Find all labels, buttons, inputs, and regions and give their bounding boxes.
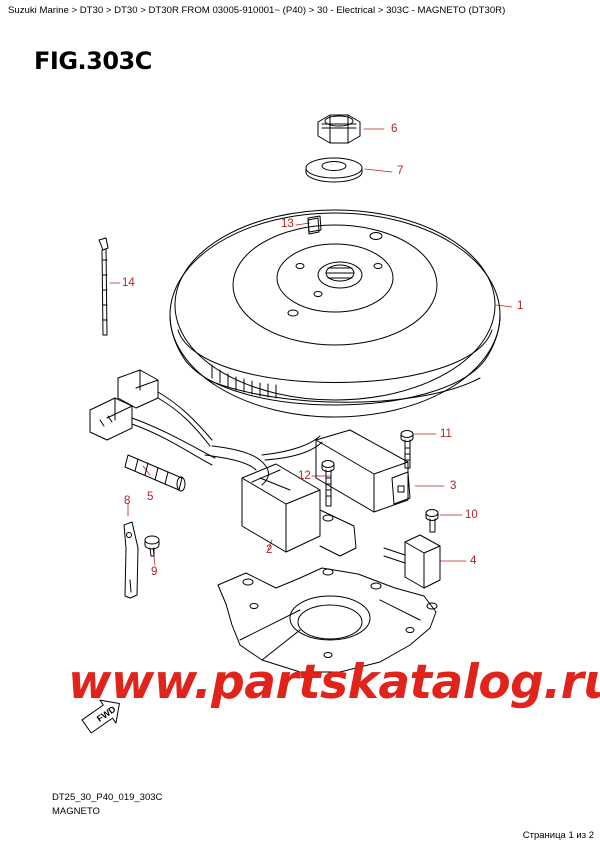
screw-11-part (400, 430, 414, 469)
callout-12: 12 (298, 470, 311, 482)
callout-3: 3 (450, 480, 457, 492)
breadcrumb: Suzuki Marine > DT30 > DT30 > DT30R FROM… (8, 5, 506, 16)
callout-7: 7 (397, 165, 404, 177)
cable-tie-part (98, 237, 109, 336)
callout-11: 11 (440, 428, 452, 440)
figure-name: MAGNETO (52, 806, 100, 817)
nut-part (317, 114, 361, 144)
washer-part (305, 157, 363, 183)
callout-2: 2 (266, 544, 273, 556)
callout-6: 6 (391, 123, 398, 135)
callout-5: 5 (147, 491, 154, 503)
watermark: www.partskatalog.ru (68, 655, 600, 710)
callout-4: 4 (470, 555, 477, 567)
screw-10-part (425, 509, 439, 533)
callout-10: 10 (465, 509, 478, 521)
protector-tube-part (124, 454, 186, 492)
figure-code: DT25_30_P40_019_303C (52, 792, 163, 803)
leader-lines (109, 128, 513, 566)
flywheel-part (169, 209, 501, 418)
charge-coil-part (241, 463, 357, 557)
page-indicator: Страница 1 из 2 (522, 830, 594, 841)
figure-title: FIG.303C (34, 47, 152, 75)
screw-9-part (144, 535, 160, 557)
stator-base-plate (217, 567, 438, 673)
callout-14: 14 (122, 277, 135, 289)
callout-8: 8 (124, 495, 131, 507)
callout-1: 1 (517, 300, 524, 312)
pulser-coil-part (315, 429, 411, 513)
screw-12-part (321, 460, 335, 507)
sensor-part (383, 534, 441, 589)
fwd-arrow-icon: FWD (81, 699, 120, 734)
clamp-part (123, 521, 139, 599)
wire-harness-part (89, 369, 323, 486)
key-part (307, 215, 322, 233)
callout-9: 9 (151, 566, 158, 578)
callout-13: 13 (281, 218, 294, 230)
flywheel-ring-teeth (207, 364, 481, 403)
